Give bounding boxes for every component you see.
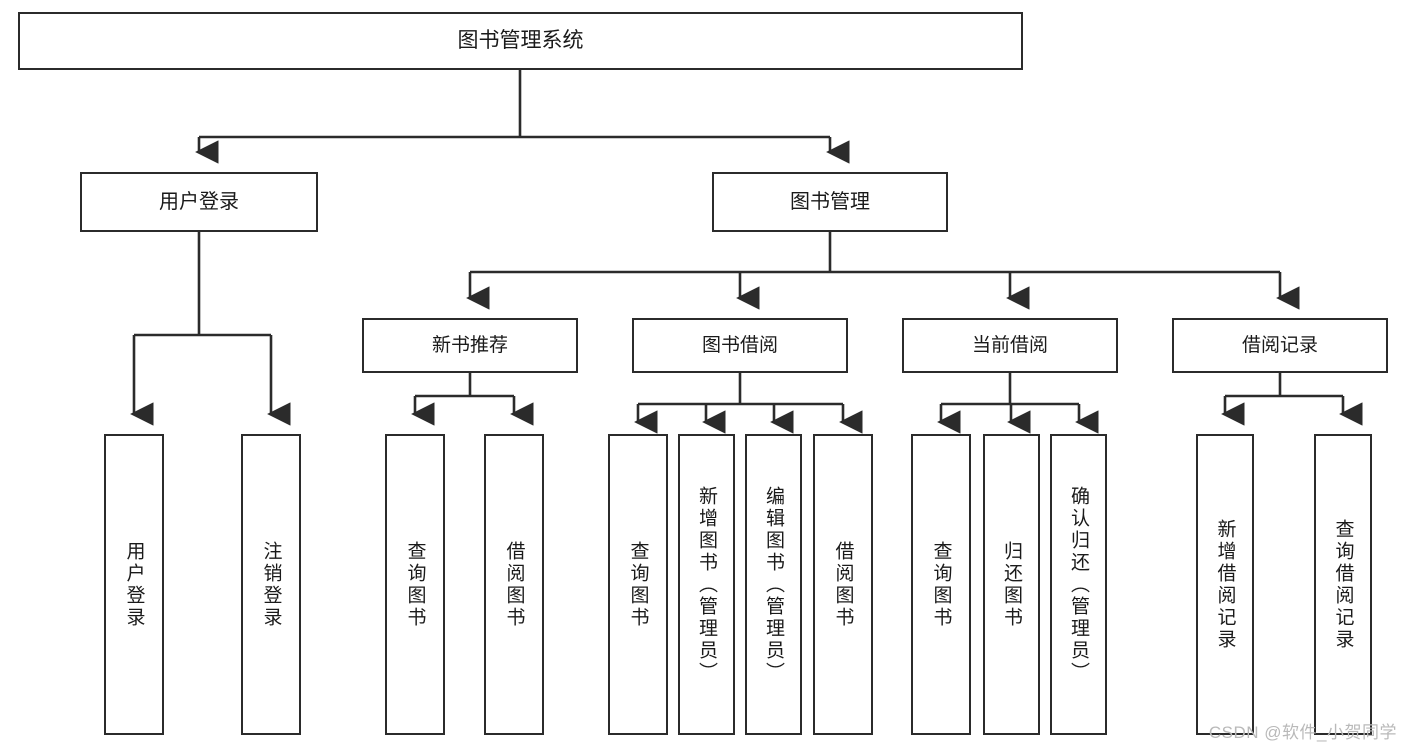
leaf-borrow-add-book[interactable]: 新增图书（管理员）: [678, 434, 735, 735]
node-book-borrow[interactable]: 图书借阅: [632, 318, 848, 373]
node-user-login[interactable]: 用户登录: [80, 172, 318, 232]
leaf-current-return-book-label: 归还图书: [1001, 540, 1022, 629]
node-book-borrow-label: 图书借阅: [701, 334, 778, 356]
leaf-borrow-query-book-label: 查询图书: [627, 540, 649, 629]
leaf-new-query-book-label: 查询图书: [404, 540, 426, 629]
node-borrow-record-label: 借阅记录: [1241, 334, 1318, 356]
leaf-current-query-book-label: 查询图书: [930, 540, 952, 629]
leaf-record-add-label: 新增借阅记录: [1214, 518, 1236, 651]
leaf-current-query-book[interactable]: 查询图书: [911, 434, 971, 735]
node-book-management-label: 图书管理: [790, 190, 870, 213]
leaf-user-login[interactable]: 用户登录: [104, 434, 164, 735]
leaf-user-logout[interactable]: 注销登录: [241, 434, 301, 735]
leaf-borrow-add-book-label: 新增图书（管理员）: [696, 485, 717, 684]
leaf-new-borrow-book[interactable]: 借阅图书: [484, 434, 544, 735]
node-borrow-record[interactable]: 借阅记录: [1172, 318, 1388, 373]
node-current-borrow[interactable]: 当前借阅: [902, 318, 1118, 373]
leaf-record-query-label: 查询借阅记录: [1332, 518, 1354, 651]
leaf-borrow-lend-book[interactable]: 借阅图书: [813, 434, 873, 735]
watermark: CSDN @软件_小贺同学: [1208, 723, 1397, 742]
node-user-login-label: 用户登录: [159, 190, 239, 213]
leaf-record-query[interactable]: 查询借阅记录: [1314, 434, 1372, 735]
leaf-borrow-edit-book[interactable]: 编辑图书（管理员）: [745, 434, 802, 735]
node-current-borrow-label: 当前借阅: [971, 334, 1048, 356]
leaf-current-return-book[interactable]: 归还图书: [983, 434, 1040, 735]
leaf-user-login-label: 用户登录: [123, 540, 145, 629]
leaf-user-logout-label: 注销登录: [260, 540, 282, 629]
leaf-borrow-query-book[interactable]: 查询图书: [608, 434, 668, 735]
leaf-borrow-edit-book-label: 编辑图书（管理员）: [763, 485, 784, 684]
node-new-book-recommend-label: 新书推荐: [431, 334, 508, 356]
leaf-current-confirm-return[interactable]: 确认归还（管理员）: [1050, 434, 1107, 735]
leaf-new-borrow-book-label: 借阅图书: [503, 540, 525, 629]
node-root[interactable]: 图书管理系统: [18, 12, 1023, 70]
node-root-label: 图书管理系统: [457, 28, 584, 52]
node-book-management[interactable]: 图书管理: [712, 172, 948, 232]
leaf-record-add[interactable]: 新增借阅记录: [1196, 434, 1254, 735]
leaf-borrow-lend-book-label: 借阅图书: [832, 540, 854, 629]
node-new-book-recommend[interactable]: 新书推荐: [362, 318, 578, 373]
leaf-new-query-book[interactable]: 查询图书: [385, 434, 445, 735]
leaf-current-confirm-return-label: 确认归还（管理员）: [1068, 485, 1089, 684]
